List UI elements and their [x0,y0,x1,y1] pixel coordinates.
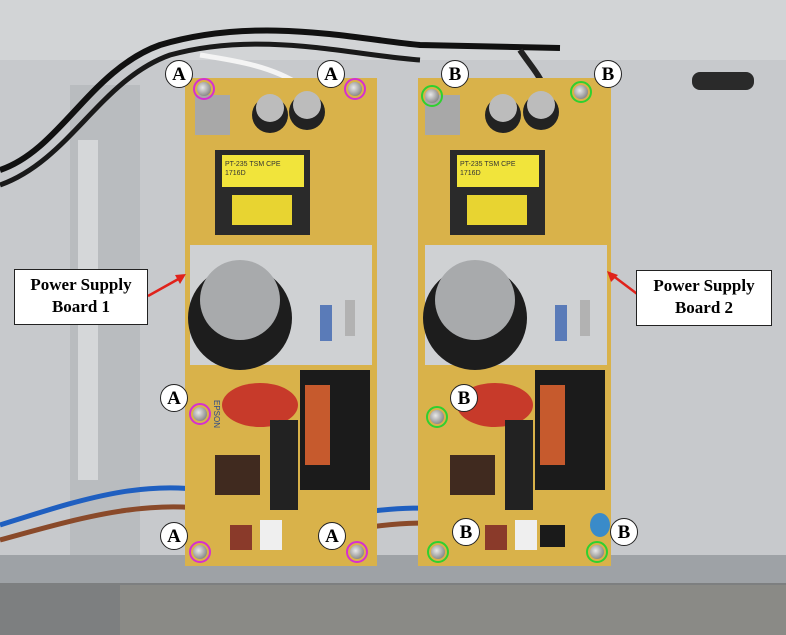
screw-a4-highlight-ring [189,541,211,563]
callout-a-4: A [160,522,188,550]
transformer-2-text: PT-235 TSM CPE 1716D [460,161,516,177]
screw-b2-highlight-ring [570,81,592,103]
power-supply-board-1-label: Power Supply Board 1 [14,269,148,325]
screw-b3-highlight-ring [426,406,448,428]
board-2-label-line2: Board 2 [674,298,734,317]
callout-a-3: A [160,384,188,412]
callout-a-2: A [317,60,345,88]
screw-a5-highlight-ring [346,541,368,563]
callout-a-1: A [165,60,193,88]
screw-b4-highlight-ring [427,541,449,563]
callout-b-4: B [452,518,480,546]
callout-b-3: B [450,384,478,412]
transformer-1-text: PT-235 TSM CPE 1716D [225,161,281,177]
callout-b-1: B [441,60,469,88]
callout-b-5: B [610,518,638,546]
board-side-text: EPSON [212,400,221,429]
board-2-label-line1: Power Supply [653,276,755,295]
power-supply-board-2-label: Power Supply Board 2 [636,270,772,326]
screw-b5-highlight-ring [586,541,608,563]
screw-b1-highlight-ring [421,85,443,107]
board-1-label-line2: Board 1 [51,297,111,316]
callout-b-2: B [594,60,622,88]
board-1-label-line1: Power Supply [30,275,132,294]
callout-a-5: A [318,522,346,550]
screw-a3-highlight-ring [189,403,211,425]
screw-a1-highlight-ring [193,78,215,100]
screw-a2-highlight-ring [344,78,366,100]
